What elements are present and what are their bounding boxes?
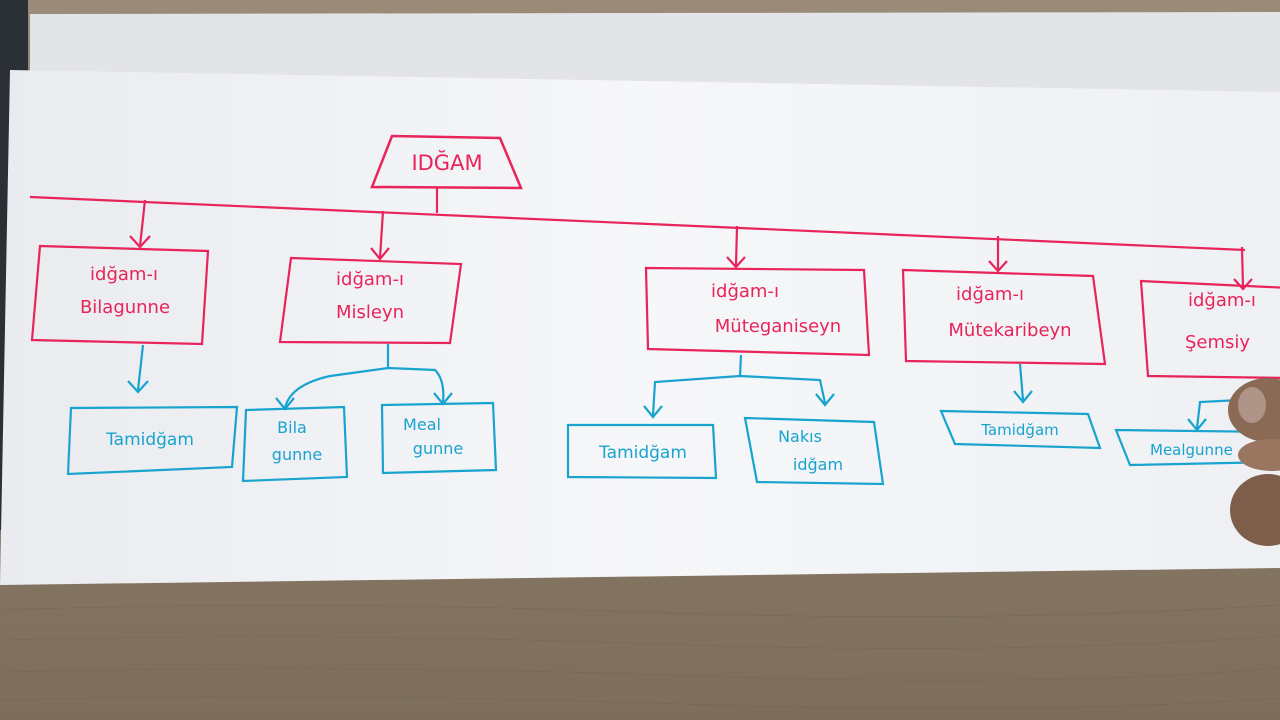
leaf-node-meal-gunne: Meal gunne — [380, 401, 498, 475]
leaf-label: Tamidğam — [598, 443, 687, 463]
category-node-box — [30, 244, 210, 346]
hand-fingers — [1228, 378, 1280, 546]
leaf-label: Tamidğam — [980, 421, 1059, 439]
leaf-label-line2: idğam — [793, 455, 843, 474]
leaf-node-box — [939, 409, 1102, 450]
category-node-semsiy: idğam-ı Şemsiy — [1139, 279, 1280, 379]
paper-sheet — [0, 70, 1280, 585]
leaf-label-line2: gunne — [413, 439, 463, 458]
leaf-node-tamidgam-3: Tamidğam — [939, 409, 1102, 450]
leaf-node-box — [566, 423, 718, 480]
category-name: Bilagunne — [80, 297, 170, 318]
leaf-label: Nakıs — [778, 427, 822, 446]
root-node: IDĞAM — [370, 134, 523, 190]
category-node-mutekaribeyn: idğam-ı Mütekaribeyn — [901, 268, 1107, 366]
red-connectors — [29, 188, 1253, 291]
leaf-node-tamidgam-2: Tamidğam — [566, 423, 718, 480]
category-name: Müteganiseyn — [715, 316, 841, 337]
leaf-node-tamidgam-1: Tamidğam — [66, 405, 239, 476]
category-node-muteganiseyn: idğam-ı Müteganiseyn — [644, 266, 871, 357]
category-title: idğam-ı — [1188, 290, 1256, 311]
category-name: Şemsiy — [1185, 332, 1250, 353]
leaf-node-box — [66, 405, 239, 476]
leaf-label: Mealgunne — [1150, 441, 1233, 459]
blue-connectors — [127, 344, 1241, 432]
category-node-box — [901, 268, 1107, 366]
category-name: Misleyn — [336, 302, 404, 323]
category-node-box — [1139, 279, 1280, 379]
leaf-node-bila-gunne: Bila gunne — [241, 405, 349, 483]
leaf-label-line2: gunne — [272, 445, 322, 464]
leaf-node-box — [743, 416, 885, 486]
category-name: Mütekaribeyn — [948, 320, 1071, 341]
category-title: idğam-ı — [711, 281, 779, 302]
paper-fold — [30, 12, 1280, 96]
leaf-node-nakis-idgam: Nakıs idğam — [743, 416, 885, 486]
leaf-label: Tamidğam — [105, 430, 194, 450]
leaf-label: Meal — [403, 415, 441, 434]
category-title: idğam-ı — [956, 284, 1024, 305]
category-node-box — [644, 266, 871, 357]
category-title: idğam-ı — [336, 269, 404, 290]
leaf-node-box — [380, 401, 498, 475]
category-node-box — [278, 256, 463, 345]
wood-grain — [0, 604, 1280, 710]
leaf-node-box — [241, 405, 349, 483]
leaf-label: Bila — [277, 418, 307, 437]
root-node-box — [370, 134, 523, 190]
category-node-bilagunne: idğam-ı Bilagunne — [30, 244, 210, 346]
root-node-label: IDĞAM — [411, 150, 482, 175]
category-title: idğam-ı — [90, 264, 158, 285]
category-node-misleyn: idğam-ı Misleyn — [278, 256, 463, 345]
